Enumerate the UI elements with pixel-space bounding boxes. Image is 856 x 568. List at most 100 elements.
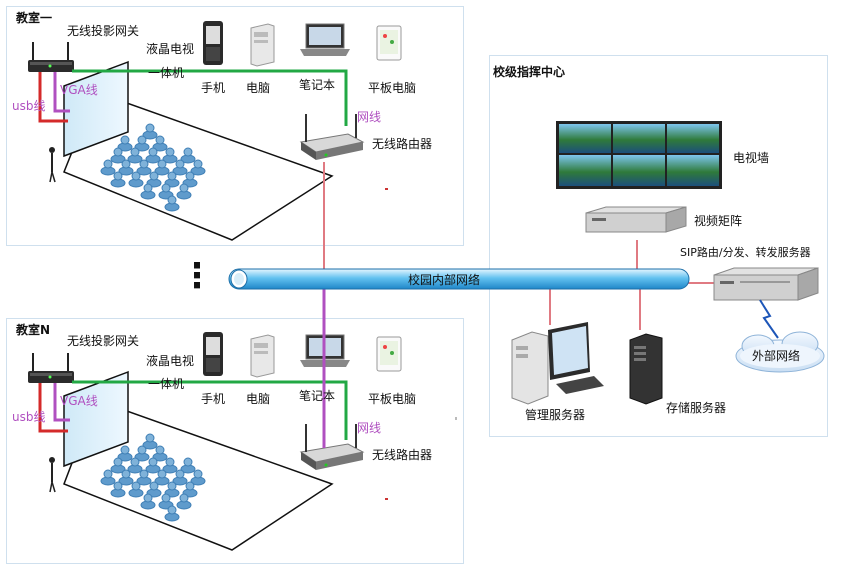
classroom-n-pc-label: 电脑 xyxy=(246,392,271,406)
classroom-n-phone-label: 手机 xyxy=(201,392,226,406)
student-icon xyxy=(110,171,126,188)
classroom-1-red-usb xyxy=(38,72,68,123)
student-icon xyxy=(100,159,116,176)
student-icon xyxy=(164,171,180,188)
classroom-1-lcd-label: 液晶电视 xyxy=(146,42,195,56)
student-icon xyxy=(128,171,144,188)
classroom-n-pc xyxy=(250,334,275,378)
classroom-1-tablet-label: 平板电脑 xyxy=(368,81,417,95)
student-icon xyxy=(142,123,158,140)
student-icon xyxy=(134,445,150,462)
classroom-1-pc xyxy=(250,23,275,67)
student-icon xyxy=(128,481,144,498)
classroom-n-red-usb xyxy=(38,383,68,433)
student-icon xyxy=(180,147,196,164)
student-icon xyxy=(162,457,178,474)
student-icon xyxy=(154,159,170,176)
classroom-1-green-link xyxy=(72,69,348,126)
classroom-n-gateway-device xyxy=(28,353,74,383)
classroom-1-pc-label: 电脑 xyxy=(246,81,271,95)
student-icon xyxy=(190,469,206,486)
classroom-1-allinone-label: 一体机 xyxy=(148,66,185,80)
classroom-n-router xyxy=(299,424,365,470)
classroom-n-tablet xyxy=(376,336,402,372)
classroom-n-board xyxy=(63,370,129,468)
student-icon xyxy=(110,481,126,498)
student-icon xyxy=(117,445,133,462)
video-wall-label: 电视墙 xyxy=(733,151,770,165)
student-icon xyxy=(110,147,126,164)
classroom-n-teacher xyxy=(49,457,56,493)
classroom-1-gateway-device xyxy=(28,42,74,72)
classroom-n-router-label: 无线路由器 xyxy=(372,448,433,462)
student-icon xyxy=(176,493,192,510)
classroom-n-usb-label: usb线 xyxy=(12,410,46,424)
command-center-title: 校级指挥中心 xyxy=(493,65,566,79)
video-wall xyxy=(556,121,722,189)
classroom-1-router xyxy=(299,114,365,160)
classroom-1-teacher xyxy=(49,147,56,183)
external-network-cloud xyxy=(735,331,825,373)
student-icon xyxy=(146,171,162,188)
classroom-n-net-cable-label: 网线 xyxy=(357,421,382,435)
classroom-1-router-label: 无线路由器 xyxy=(372,137,433,151)
classroom-1-laptop-label: 笔记本 xyxy=(299,78,336,92)
student-icon xyxy=(164,505,180,522)
student-icon xyxy=(154,469,170,486)
student-icon xyxy=(127,147,143,164)
sip-server-label: SIP路由/分发、转发服务器 xyxy=(680,246,811,259)
student-icon xyxy=(172,469,188,486)
mgmt-server-label: 管理服务器 xyxy=(525,408,586,422)
student-icon xyxy=(152,445,168,462)
video-matrix-device xyxy=(585,206,687,233)
classroom-1-net-cable-label: 网线 xyxy=(357,110,382,124)
campus-backbone-pipe xyxy=(228,268,690,290)
student-icon xyxy=(145,457,161,474)
classroom-1-purple-vga xyxy=(53,72,70,113)
student-icon xyxy=(152,135,168,152)
more-classrooms-ellipsis: ⋮ xyxy=(180,256,214,296)
student-icon xyxy=(118,159,134,176)
student-icon xyxy=(172,159,188,176)
classroom-1-graphics xyxy=(28,21,402,241)
classroom-1-usb-label: usb线 xyxy=(12,99,46,113)
classroom-n-gateway-label: 无线投影网关 xyxy=(67,334,140,348)
student-icon xyxy=(134,135,150,152)
wan-lightning-bolt xyxy=(759,299,779,339)
student-icon xyxy=(176,183,192,200)
classroom-n-tablet-label: 平板电脑 xyxy=(368,392,417,406)
classroom-1-gateway-label: 无线投影网关 xyxy=(67,24,140,38)
student-icon xyxy=(180,457,196,474)
student-icon xyxy=(145,147,161,164)
external-network-label: 外部网络 xyxy=(752,349,801,363)
classroom-1-phone xyxy=(203,21,223,65)
classroom-1-phone-label: 手机 xyxy=(201,81,226,95)
classroom-n-lcd-label: 液晶电视 xyxy=(146,354,195,368)
student-icon xyxy=(110,457,126,474)
classroom-n-vga-label: VGA线 xyxy=(60,394,98,408)
student-icon xyxy=(118,469,134,486)
classroom-1-vga-label: VGA线 xyxy=(60,83,98,97)
student-icon xyxy=(140,493,156,510)
classroom-1-tablet xyxy=(376,25,402,61)
student-icon xyxy=(100,469,116,486)
classroom-n-purple-vga xyxy=(53,383,70,422)
storage-server-label: 存储服务器 xyxy=(666,401,727,415)
student-icon xyxy=(140,183,156,200)
student-icon xyxy=(142,433,158,450)
classroom-n-allinone-label: 一体机 xyxy=(148,377,185,391)
classroom-1-laptop xyxy=(300,23,350,56)
student-icon xyxy=(164,195,180,212)
classroom-n-laptop-label: 笔记本 xyxy=(299,389,336,403)
student-icon xyxy=(136,469,152,486)
student-icon xyxy=(127,457,143,474)
student-icon xyxy=(162,147,178,164)
classroom-1-title: 教室一 xyxy=(16,11,53,25)
classroom-n-green-link xyxy=(72,380,348,440)
student-icon xyxy=(182,481,198,498)
video-matrix-label: 视频矩阵 xyxy=(694,214,743,228)
student-icon xyxy=(190,159,206,176)
